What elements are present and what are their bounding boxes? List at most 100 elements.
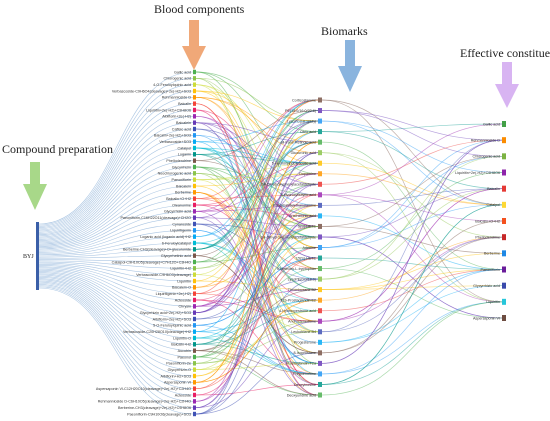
source-link [38,262,194,282]
component-biomark-link [195,350,319,375]
effective-constituent-node [502,234,506,241]
component-biomark-link [195,236,319,339]
blood-component-node [193,329,196,334]
effective-constituent-label: Aspersaponin VI [473,316,500,320]
source-link [38,173,194,244]
source-link [38,260,194,269]
blood-component-node [193,95,196,100]
component-biomark-link [195,147,319,217]
effective-constituent-node [502,201,506,208]
biomark-label: 8-Isoprostane [293,351,316,355]
effective-constituent-label: Berberine [484,252,500,256]
source-link [38,78,194,226]
source-link [38,236,194,256]
component-biomark-link [195,77,319,248]
blood-component-label: Aucubin [178,349,191,353]
component-biomark-link [195,110,319,314]
biomark-label: LysoPE(0:0/18:0) [288,277,316,281]
source-link [38,116,194,233]
source-link [38,185,194,246]
biomark-node [318,276,322,282]
source-link [38,286,194,408]
source-link [38,275,194,351]
biomark-effective-link [321,236,503,319]
biomark-effective-link [321,268,503,319]
biomark-node [318,350,322,356]
biomark-effective-link [321,123,503,132]
biomark-effective-link [321,155,503,248]
component-biomark-link [195,179,319,322]
blood-component-node [193,171,196,176]
biomark-effective-link [321,236,503,301]
effective-constituent-node [502,185,506,192]
source-link [38,223,194,253]
biomark-effective-link [321,301,503,385]
source-link [38,242,194,257]
source-link [38,281,194,383]
blood-component-label: Glycyrrhizin acid [164,210,191,214]
component-biomark-link [195,152,319,415]
blood-component-label: Glycyrrhetinic acid [161,254,191,258]
component-biomark-link [195,274,319,333]
blood-component-node [193,202,196,208]
component-biomark-link [195,120,319,219]
blood-component-label: Berberine-CH3(cleavage)+O+glucuronide [123,248,191,252]
source-link [38,259,194,263]
component-biomark-link [195,173,319,212]
source-link [38,160,194,241]
biomark-label: 5-Methoxy-L-tryptophan [277,267,316,271]
component-biomark-link [195,141,319,383]
biomark-effective-link [321,131,503,190]
component-biomark-link [195,71,319,132]
biomark-node [318,213,322,219]
component-biomark-link [195,122,319,185]
source-link [38,154,194,240]
component-biomark-link [195,99,319,238]
effective-constituent-node [502,121,506,127]
links-layer [38,71,503,415]
component-biomark-link [195,194,319,301]
component-biomark-link [195,103,319,396]
blood-component-node [193,82,196,87]
biomark-node [318,223,322,229]
biomark-label: 3,4-Dihydroxyphenylacetaldehyde [260,183,316,187]
effective-constituents-arrow [495,62,519,108]
component-biomark-link [195,131,319,333]
biomark-effective-link [321,155,503,227]
source-link [38,277,194,358]
blood-component-label: Phellodendrine [166,159,191,163]
effective-constituent-label: Paeoniflorin [481,268,500,272]
blood-component-label: Glycyrrhizin [172,165,191,169]
component-biomark-link [195,191,319,322]
blood-component-node [193,367,196,372]
blood-component-label: Glycyrrhizin-O [168,368,191,372]
blood-component-node [193,266,196,271]
source-link [38,109,194,232]
blood-component-node [193,411,196,417]
blood-component-label: Berberine-CH3(cleavage)+2e(-H2)+C9H8O6 [118,406,191,410]
blood-component-node [193,76,196,81]
source-link [38,230,194,254]
effective-constituent-label: Baicalin+O+H2 [475,219,500,223]
biomark-effective-link [321,204,503,385]
component-biomark-link [195,153,319,164]
blood-component-label: Baicalin [178,102,191,106]
blood-component-node [193,354,196,360]
blood-component-label: Baicalein-O [172,286,191,290]
blood-component-node [193,114,196,119]
biomark-effective-link [321,188,503,280]
biomark-label: LysoPC(18:1(9Z)) [287,119,316,123]
source-link [38,282,194,389]
biomark-node [318,118,322,124]
biomark-effective-link [321,110,503,141]
component-biomark-link [195,120,319,143]
component-biomark-link [195,299,319,383]
biomark-effective-link [321,123,503,196]
biomark-effective-link [321,269,503,343]
biomarks-heading: Biomarks [321,24,368,38]
effective-constituent-label: Rehmannioside D [471,138,501,142]
component-biomark-link [195,324,319,375]
biomark-label: Leukotriene B4 [291,330,316,334]
blood-component-label: Liquiritin+2e(-H2)+C9H8O6 [146,108,191,112]
